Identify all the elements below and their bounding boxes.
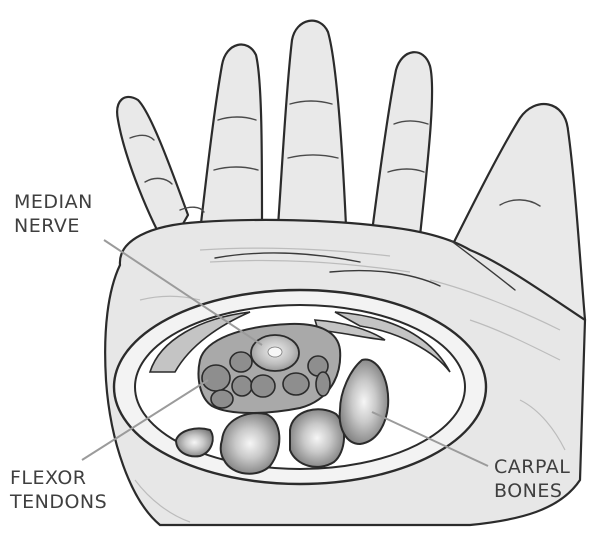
carpal-bone-1: [176, 428, 213, 456]
middle-finger: [278, 21, 346, 226]
label-flexor-tendons: FLEXOR TENDONS: [10, 466, 107, 514]
label-flexor-tendons-line1: FLEXOR: [10, 466, 107, 490]
carpal-bone-3: [290, 409, 344, 467]
label-carpal-bones: CARPAL BONES: [494, 455, 570, 503]
index-finger: [372, 52, 432, 236]
label-carpal-bones-line1: CARPAL: [494, 455, 570, 479]
ring-finger: [200, 45, 262, 232]
label-median-nerve: MEDIAN NERVE: [14, 190, 93, 238]
label-flexor-tendons-line2: TENDONS: [10, 490, 107, 514]
label-median-nerve-line2: NERVE: [14, 214, 93, 238]
label-median-nerve-line1: MEDIAN: [14, 190, 93, 214]
label-carpal-bones-line2: BONES: [494, 479, 570, 503]
